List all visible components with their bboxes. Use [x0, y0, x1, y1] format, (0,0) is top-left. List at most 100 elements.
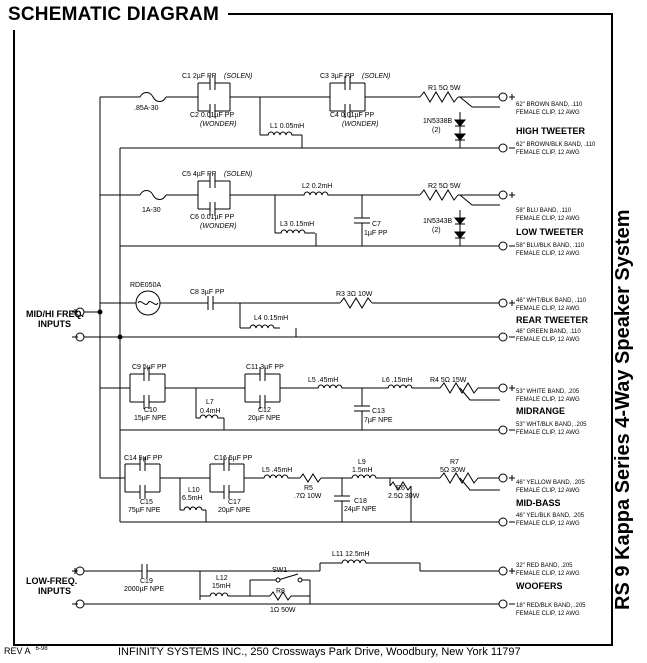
label-high-tweeter: HIGH TWEETER [516, 126, 585, 136]
low-input-label-1: LOW-FREQ. [26, 576, 77, 586]
label-rear-tweeter: REAR TWEETER [516, 315, 589, 325]
label-high-wire-neg-2: FEMALE CLIP, 12 AWG [516, 150, 580, 156]
label-r2: R2 5Ω 5W [428, 183, 461, 190]
mid-neg-terminal[interactable] [498, 425, 508, 435]
zener-diode-1 [453, 119, 467, 127]
resistor-r5 [299, 473, 322, 483]
label-woofer-wire-neg-2: FEMALE CLIP, 12 AWG [516, 611, 580, 617]
label-c5-brand: (SOLEN) [224, 171, 252, 178]
label-bass-wire-pos-2: FEMALE CLIP, 12 AWG [516, 488, 580, 494]
label-c19b: 2000µF NPE [124, 586, 165, 593]
high-pos-terminal[interactable] [498, 92, 508, 102]
label-bass-wire-pos-1: 46" YELLOW BAND, .205 [516, 480, 585, 486]
label-l7b: 0.4mH [200, 408, 221, 415]
label-l3: L3 0.15mH [280, 221, 314, 228]
page-title: SCHEMATIC DIAGRAM [8, 4, 219, 25]
label-low-tweeter: LOW TWEETER [516, 227, 584, 237]
label-c17a: C17 [228, 499, 241, 506]
bass-neg-terminal[interactable] [498, 517, 508, 527]
low-neg-terminal[interactable] [498, 241, 508, 251]
label-c9: C9 5µF PP [132, 364, 167, 371]
label-r8a: R8 [276, 588, 285, 595]
resistor-r6 [389, 481, 412, 491]
resistor-r1 [419, 91, 459, 103]
low-input-label-2: INPUTS [38, 586, 71, 596]
woofer-pos-terminal[interactable] [498, 566, 508, 576]
label-c15b: 75µF NPE [128, 507, 161, 514]
inductor-l3 [275, 229, 315, 234]
inductor-l10 [180, 506, 206, 511]
label-c18b: 24µF NPE [344, 506, 377, 513]
label-l12a: L12 [216, 575, 228, 582]
label-low-wire-neg-2: FEMALE CLIP, 12 AWG [516, 251, 580, 257]
label-rear-wire-neg-2: FEMALE CLIP, 12 AWG [516, 337, 580, 343]
label-c7b: 1µF PP [364, 230, 388, 237]
high-neg-terminal[interactable] [498, 143, 508, 153]
label-c10a: C10 [144, 407, 157, 414]
label-l6: L6 .15mH [382, 377, 412, 384]
revision-date: 6-98 [35, 646, 48, 652]
switch-sw1 [277, 573, 299, 581]
label-l10a: L10 [188, 487, 200, 494]
label-l1: L1 0.05mH [270, 123, 304, 130]
label-diode-low-count: (2) [432, 227, 441, 234]
rear-neg-terminal[interactable] [498, 332, 508, 342]
label-mid-bass: MID-BASS [516, 498, 561, 508]
label-diode-high-count: (2) [432, 127, 441, 134]
label-c12b: 20µF NPE [248, 415, 281, 422]
label-l12b: 15mH [212, 583, 231, 590]
label-mid-wire-pos-2: FEMALE CLIP, 12 AWG [516, 397, 580, 403]
label-r7b: 5Ω 30W [440, 467, 466, 474]
label-c14: C14 5µF PP [124, 455, 163, 462]
label-high-wire-pos-2: FEMALE CLIP, 12 AWG [516, 110, 580, 116]
label-diode-low: 1N5343B [423, 218, 453, 225]
label-c19a: C19 [140, 578, 153, 585]
label-c15a: C15 [140, 499, 153, 506]
label-mid-wire-neg-2: FEMALE CLIP, 12 AWG [516, 430, 580, 436]
rear-pos-terminal[interactable] [498, 298, 508, 308]
label-r6a: R6 [396, 485, 405, 492]
label-c16: C16 5µF PP [214, 455, 253, 462]
label-l10b: 6.5mH [182, 495, 203, 502]
label-rear-wire-pos-2: FEMALE CLIP, 12 AWG [516, 306, 580, 312]
label-high-wire-neg-1: 62" BROWN/BLK BAND, .110 [516, 142, 596, 148]
low-pos-terminal[interactable] [498, 190, 508, 200]
label-c12a: C12 [258, 407, 271, 414]
label-low-wire-pos-2: FEMALE CLIP, 12 AWG [516, 216, 580, 222]
label-fuse-high: .85A-30 [134, 105, 159, 112]
label-l5-mid: L5 .45mH [308, 377, 338, 384]
woofer-neg-terminal[interactable] [498, 599, 508, 609]
inductor-l12 [206, 592, 232, 597]
label-woofer-wire-pos-1: 32" RED BAND, .205 [516, 563, 573, 569]
label-r1: R1 5Ω 5W [428, 85, 461, 92]
resistor-r8 [269, 591, 292, 601]
label-r3: R3 3Ω 10W [336, 291, 373, 298]
label-c17b: 20µF NPE [218, 507, 251, 514]
inductor-l4 [240, 324, 280, 329]
label-l11: L11 12.5mH [332, 551, 370, 558]
label-r5a: R5 [304, 485, 313, 492]
label-low-wire-pos-1: 58" BLU BAND, .110 [516, 208, 572, 214]
label-high-wire-pos-1: 62" BROWN BAND, .110 [516, 102, 583, 108]
label-woofer-wire-neg-1: 18" RED/BLK BAND, .205 [516, 603, 586, 609]
mid-hi-input-label-1: MID/HI FREQ. [26, 309, 84, 319]
inductor-l5-mid [316, 384, 344, 389]
label-l4: L4 0.15mH [254, 315, 288, 322]
inductor-l11 [340, 559, 368, 564]
mid-pos-terminal[interactable] [498, 383, 508, 393]
label-sw1: SW1 [272, 567, 287, 574]
label-ptc: RDE050A [130, 282, 161, 289]
label-c1-brand: (SOLEN) [224, 73, 252, 80]
label-l2: L2 0.2mH [302, 183, 332, 190]
label-c2-brand: (WONDER) [200, 121, 237, 128]
label-diode-high: 1N5338B [423, 118, 453, 125]
bass-pos-terminal[interactable] [498, 473, 508, 483]
fuse-low [139, 190, 167, 200]
inductor-l6 [386, 384, 414, 389]
inductor-l5-bass [262, 474, 290, 479]
label-l7a: L7 [206, 399, 214, 406]
inductor-l9 [350, 474, 378, 479]
